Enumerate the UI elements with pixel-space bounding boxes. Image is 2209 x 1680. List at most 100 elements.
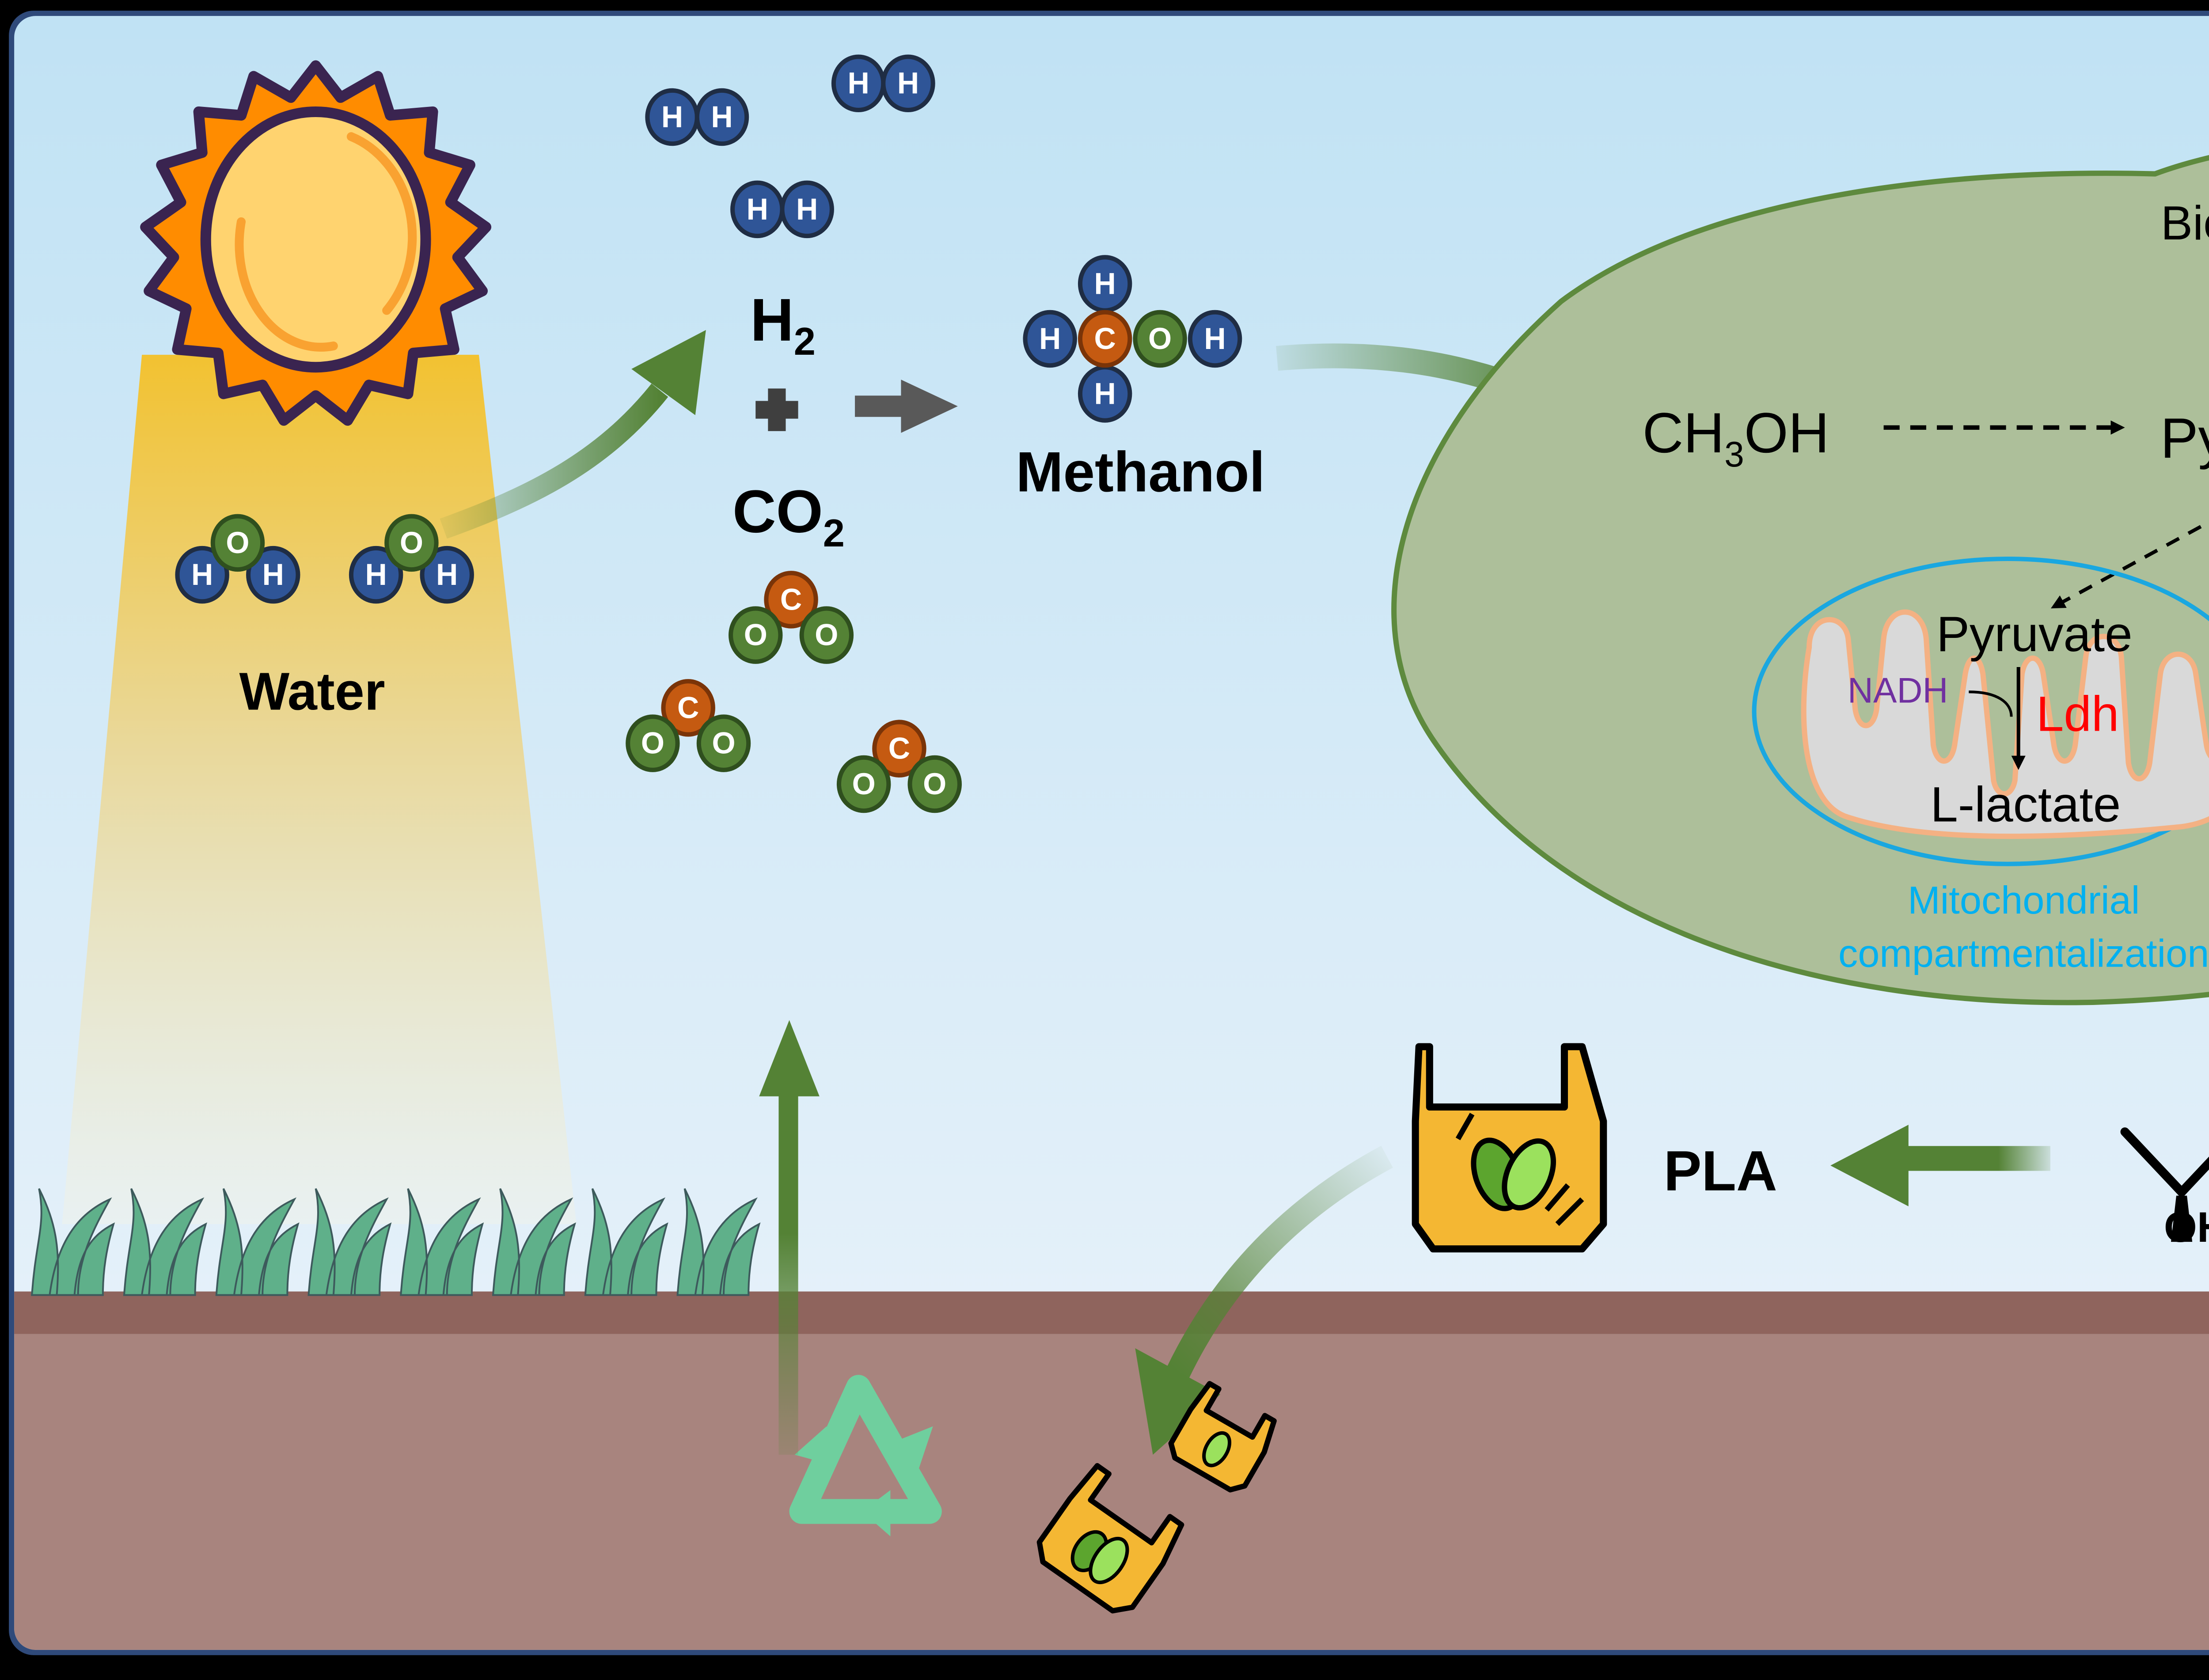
hydrogen-atom-label: H (847, 67, 869, 100)
hydrogen-atom-label: H (1039, 322, 1061, 356)
oxygen-atom-circle (729, 606, 783, 664)
grass-tuft (400, 1188, 484, 1296)
lactate-to-pla-arrow (1901, 1146, 2050, 1171)
oxygen-atom-label: O (226, 526, 249, 560)
hydrogen-atom: H (175, 546, 229, 604)
carbon-atom: C (764, 571, 818, 629)
hydrogen-atom: H (695, 88, 749, 146)
h2-label: H2 (750, 286, 816, 363)
hydrogen-atom-circle (349, 546, 403, 604)
wedge-bond (2171, 1195, 2193, 1242)
grass-tuft (676, 1188, 761, 1296)
oxygen-atom-label: O (400, 526, 423, 560)
hydrogen-atom-label: H (747, 193, 768, 226)
grass-tuft (492, 1188, 576, 1296)
hydrogen-atom-label: H (365, 558, 387, 592)
hydrogen-atom: H (1078, 255, 1132, 313)
oxygen-atom-circle (696, 714, 751, 772)
hydrogen-atom: H (420, 546, 474, 604)
hydrogen-atom: H (881, 54, 935, 113)
oxygen-atom: O (907, 755, 962, 813)
hydrogen-atom-label: H (796, 193, 818, 226)
hydrogen-atom-label: H (897, 67, 919, 100)
grass-icon (31, 1188, 761, 1296)
pla-to-soil-arrowhead (1135, 1348, 1221, 1455)
mito-l-lactate-label: L-lactate (1930, 776, 2121, 832)
oxygen-atom-label: O (815, 618, 838, 652)
oxygen-atom: O (696, 714, 751, 772)
water-molecule: H H O (349, 514, 474, 604)
grass-tuft (215, 1188, 300, 1296)
oxygen-atom-circle (626, 714, 680, 772)
ch3oh-label: CH3OH (1643, 402, 1829, 474)
mito-ldh-label: Ldh (2036, 686, 2119, 742)
lactate-to-pla-arrowhead (1830, 1125, 1909, 1206)
oxygen-atom-label: O (744, 618, 767, 652)
methanol-molecule: H H H C O H (1023, 255, 1242, 423)
plus-icon (755, 388, 798, 431)
hydrogen-atom-circle (780, 180, 834, 239)
carbon-atom: C (661, 679, 715, 737)
co2-label: CO2 (733, 478, 845, 555)
degrading-bag-icon (1036, 1463, 1184, 1614)
grass-tuft (31, 1188, 115, 1296)
recycle-to-sky-arrowhead (759, 1020, 820, 1096)
water-to-h2-arrowhead (631, 330, 706, 415)
pla-bag-icon (1412, 1043, 1607, 1253)
hydrogen-atom: H (730, 180, 785, 239)
co2-molecule: C O O (626, 679, 751, 772)
water-to-h2-arrow (440, 383, 668, 539)
methanol-label: Methanol (1016, 440, 1265, 504)
oxygen-atom-circle (384, 514, 439, 572)
pyruvate-label: Pyruvate (2160, 407, 2209, 470)
hydrogen-atom-circle (175, 546, 229, 604)
oxygen-atom: O (210, 514, 265, 572)
oxygen-atom: O (836, 755, 891, 813)
oxygen-atom-label: O (712, 727, 735, 760)
biomass-label: Biomass (2161, 196, 2209, 250)
oxygen-atom-label: O (1148, 322, 1172, 356)
hydrogen-atom-label: H (1204, 322, 1226, 356)
pla-label: PLA (1664, 1140, 1777, 1203)
nadh-cofactor-arc (1969, 690, 2013, 717)
oxygen-atom: O (729, 606, 783, 664)
oxygen-atom-circle (907, 755, 962, 813)
hydrogen-atom: H (1078, 365, 1132, 423)
hydrogen-atom: H (780, 180, 834, 239)
mitochondrial-label-1: Mitochondrial (1908, 878, 2140, 922)
hydrogen-atom-circle (1023, 310, 1077, 368)
carbon-atom-label: C (677, 691, 699, 724)
water-molecule: H H O (175, 514, 300, 604)
hydrogen-atom: H (349, 546, 403, 604)
hydrogen-atom-label: H (191, 558, 213, 592)
carbon-atom-circle (872, 720, 926, 777)
carbon-atom-circle (764, 571, 818, 629)
carbon-atom-label: C (888, 732, 910, 766)
mitochondrion-icon (1801, 609, 2209, 839)
oh-bottom-label: OH (2164, 1204, 2209, 1251)
grass-tuft (584, 1188, 668, 1296)
soil-surface (14, 1291, 2209, 1334)
oxygen-atom-circle (1133, 310, 1187, 368)
carbon-atom-label: C (1094, 322, 1116, 356)
hydrogen-atom-label: H (1094, 267, 1116, 301)
water-label: Water (239, 661, 385, 721)
oxygen-atom-label: O (923, 767, 946, 801)
oxygen-atom-label: O (641, 727, 664, 760)
oxygen-atom: O (1133, 310, 1187, 368)
hydrogen-atom-label: H (711, 100, 733, 134)
degrading-bag-icon (1168, 1381, 1277, 1493)
co2-molecule: C O O (836, 720, 962, 813)
carbon-atom-circle (661, 679, 715, 737)
hydrogen-atom-circle (246, 546, 300, 604)
oxygen-atom: O (384, 514, 439, 572)
mitochondrial-label-2: compartmentalization (1838, 932, 2209, 975)
hydrogen-atom-label: H (436, 558, 458, 592)
oxygen-atom-circle (210, 514, 265, 572)
hydrogen-atom-circle (695, 88, 749, 146)
hydrogen-atom: H (1023, 310, 1077, 368)
oxygen-atom: O (799, 606, 854, 664)
hydrogen-atom-label: H (1094, 377, 1116, 411)
